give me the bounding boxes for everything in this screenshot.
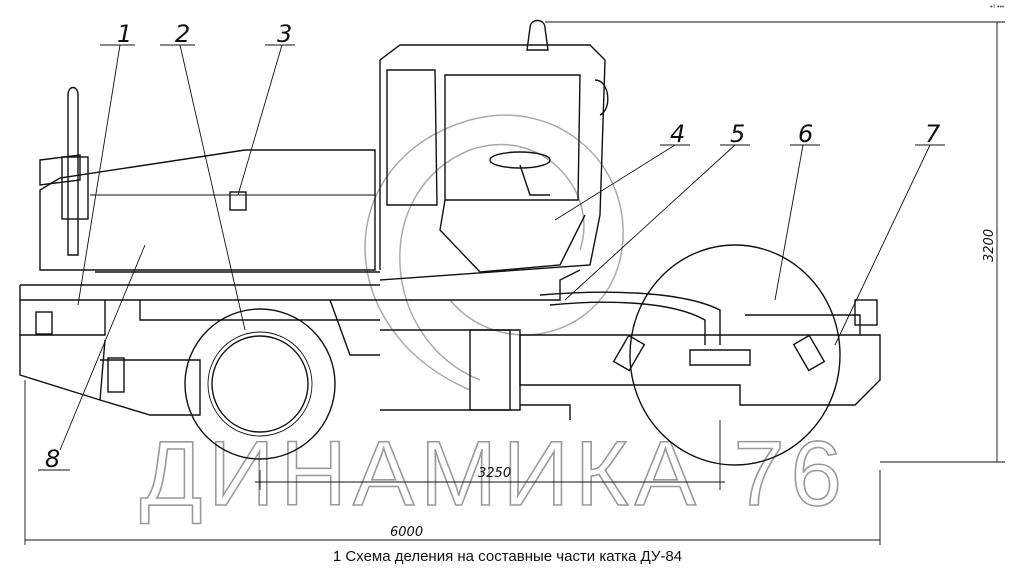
callout-7: 7	[925, 120, 941, 148]
callout-leaders	[38, 44, 945, 471]
dimension-wheelbase: 3250	[478, 466, 511, 481]
callout-1: 1	[117, 20, 132, 48]
callout-2: 2	[175, 20, 190, 48]
dimension-lines	[24, 21, 1005, 545]
watermark: ДИНАМИКА 76	[140, 423, 848, 525]
callout-5: 5	[730, 120, 745, 148]
callout-6: 6	[798, 120, 813, 148]
dimension-height: 3200	[982, 229, 997, 262]
callout-4: 4	[670, 120, 685, 148]
corner-mark: •ᵃ •••	[990, 4, 1005, 11]
callout-3: 3	[277, 20, 292, 48]
callout-8: 8	[45, 445, 60, 473]
machine-body	[19, 19, 881, 466]
dimension-length: 6000	[390, 525, 423, 540]
figure-caption: 1 Схема деления на составные части катка…	[332, 548, 683, 565]
